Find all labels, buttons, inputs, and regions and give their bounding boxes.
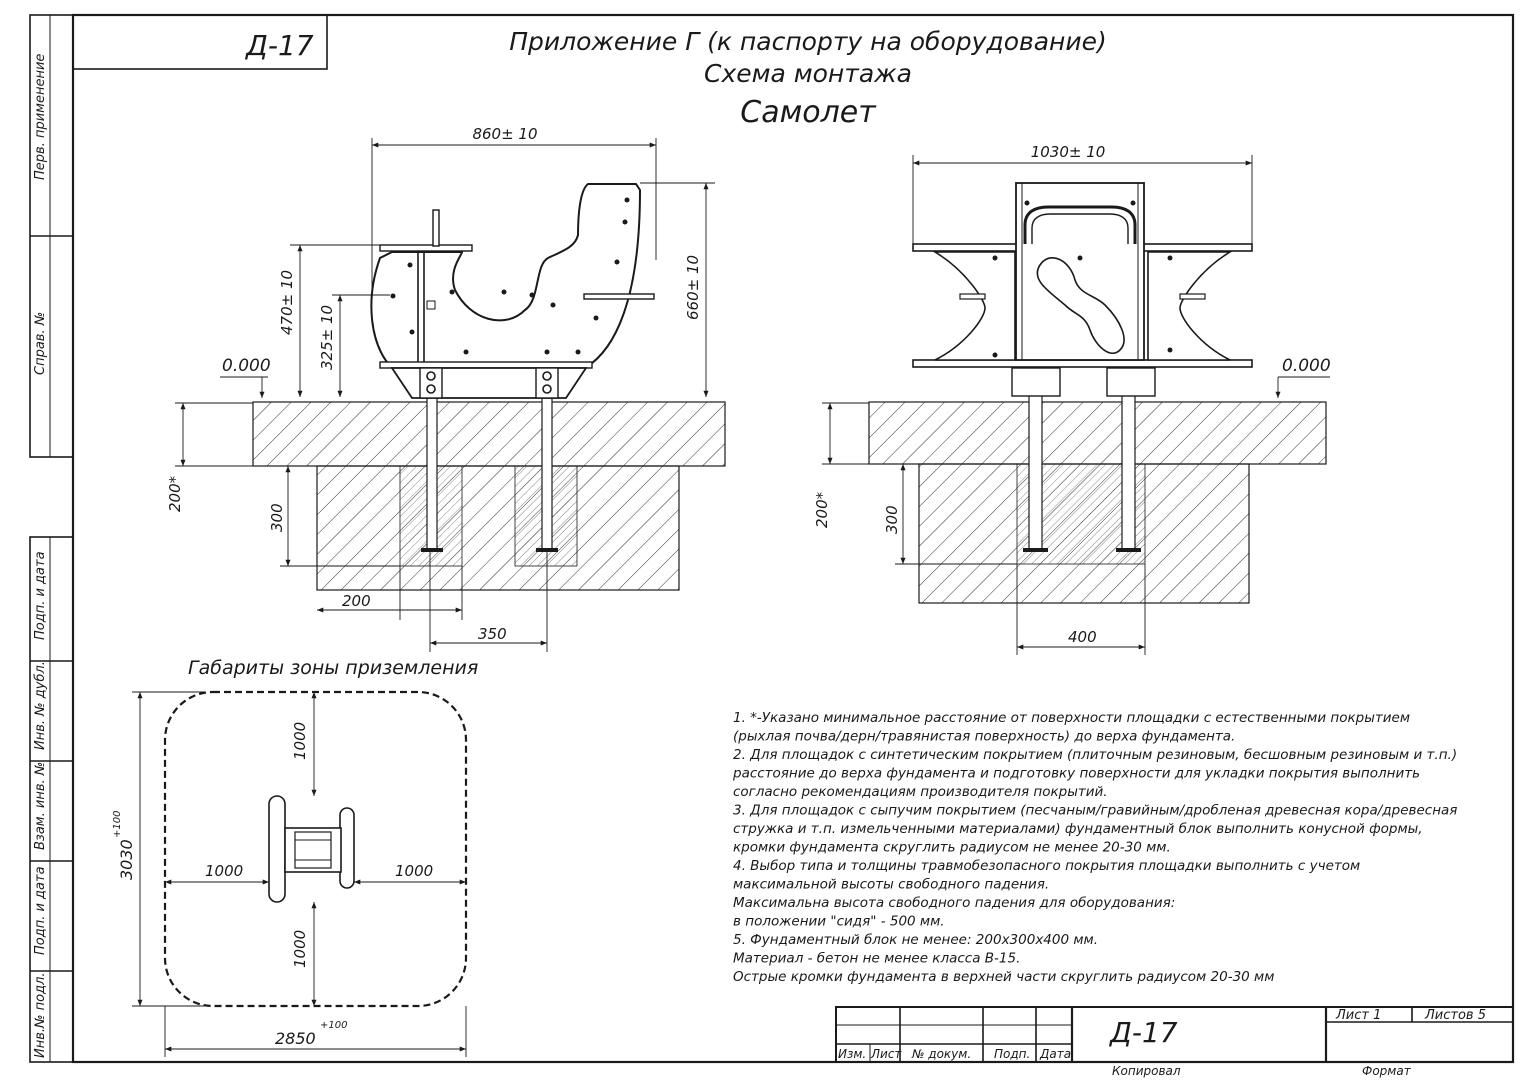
side-foundation <box>316 465 680 591</box>
zone-width: 2850 <box>275 1029 316 1048</box>
side-view: 860± 10 660± 10 470± 10 325± 10 0.000 20… <box>166 125 726 652</box>
margin-label-2: Справ. № <box>33 312 48 375</box>
side-found-w-dim: 200 <box>342 592 371 610</box>
stamp-code: Д-17 <box>244 29 314 62</box>
side-depth-dim: 200* <box>166 475 184 512</box>
landing-zone: Габариты зоны приземления 1000 1000 1000… <box>112 657 478 1057</box>
front-found-w-dim: 400 <box>1068 628 1097 646</box>
title-line2: Схема монтажа <box>704 59 912 88</box>
front-found-dim: 300 <box>883 505 901 534</box>
note-line: 3. Для площадок с сыпучим покрытием (пес… <box>733 803 1457 819</box>
note-line: кромки фундамента скруглить радиусом не … <box>733 840 1171 856</box>
title-line3: Самолет <box>740 95 877 130</box>
zone-width-tol: +100 <box>320 1020 347 1031</box>
tb-sheet: Лист 1 <box>1335 1008 1381 1023</box>
zone-left: 1000 <box>205 862 243 880</box>
front-depth-dim: 200* <box>813 491 831 528</box>
frame <box>29 13 1515 1064</box>
title-line1: Приложение Г (к паспорту на оборудование… <box>509 27 1107 56</box>
plane-body-side <box>370 183 642 369</box>
note-line: 5. Фундаментный блок не менее: 200х300х4… <box>733 932 1098 948</box>
zone-caption: Габариты зоны приземления <box>188 657 478 679</box>
tb-sheets: Листов 5 <box>1424 1008 1486 1023</box>
margin-label-7: Инв.№ подл. <box>33 972 48 1058</box>
side-found-dim: 300 <box>268 503 286 532</box>
tb-format: Формат <box>1362 1064 1412 1078</box>
tb-col5: Дата <box>1039 1047 1071 1061</box>
zone-height-tol: +100 <box>112 811 123 838</box>
note-line: расстояние до верха фундамента и подгото… <box>732 766 1420 782</box>
side-height-dim: 660± 10 <box>684 255 702 320</box>
front-view: 1030± 10 0.000 200* 300 400 <box>813 143 1331 655</box>
zone-top: 1000 <box>291 722 309 760</box>
zone-right: 1000 <box>395 862 433 880</box>
note-line: максимальной высоты свободного падения. <box>733 877 1049 893</box>
side-ground-slab <box>252 401 726 467</box>
zone-bottom: 1000 <box>291 930 309 968</box>
side-spacing-dim: 350 <box>478 625 507 643</box>
tb-col1: Изм. <box>838 1047 866 1061</box>
front-ground-slab <box>868 401 1327 465</box>
note-line: 1. *-Указано минимальное расстояние от п… <box>733 710 1410 726</box>
note-line: стружка и т.п. измельченными материалами… <box>733 821 1423 837</box>
side-seat-dim: 470± 10 <box>278 270 296 335</box>
note-line: 2. Для площадок с синтетическим покрытие… <box>733 747 1457 763</box>
notes: 1. *-Указано минимальное расстояние от п… <box>732 710 1457 985</box>
note-line: Максимальна высота свободного падения дл… <box>733 895 1175 911</box>
side-level: 0.000 <box>222 356 271 376</box>
title-block-top: Приложение Г (к паспорту на оборудование… <box>509 27 1107 130</box>
margin-label-6: Подп. и дата <box>33 866 48 955</box>
zone-height: 3030 <box>117 839 136 880</box>
note-line: 4. Выбор типа и толщины травмобезопасног… <box>733 858 1360 874</box>
tb-code: Д-17 <box>1108 1016 1178 1049</box>
margin-label-4: Инв. № дубл. <box>33 661 48 750</box>
front-width-dim: 1030± 10 <box>1031 143 1106 161</box>
note-line: в положении "сидя" - 500 мм. <box>733 914 945 930</box>
front-level: 0.000 <box>1282 356 1331 376</box>
note-line: Острые кромки фундамента в верхней части… <box>733 969 1274 985</box>
tb-col3: № докум. <box>911 1047 971 1061</box>
side-width-dim: 860± 10 <box>472 125 537 143</box>
margin-label-5: Взам. инв. № <box>33 762 48 850</box>
margin-label-3: Подп. и дата <box>33 551 48 640</box>
margin-label-1: Перв. применение <box>33 54 48 180</box>
tb-col2: Лист <box>870 1047 902 1061</box>
note-line: Материал - бетон не менее класса В-15. <box>733 951 1020 967</box>
side-low-dim: 325± 10 <box>318 305 336 370</box>
margin-labels: Перв. применение Справ. № Подп. и дата И… <box>33 54 48 1058</box>
title-block: Изм. Лист № докум. Подп. Дата Д-17 Лист … <box>835 1006 1514 1078</box>
note-line: (рыхлая почва/дерн/травянистая поверхнос… <box>733 729 1235 745</box>
tb-copied: Копировал <box>1112 1064 1181 1078</box>
note-line: согласно рекомендациям производителя пок… <box>733 784 1108 800</box>
tb-col4: Подп. <box>994 1047 1030 1061</box>
